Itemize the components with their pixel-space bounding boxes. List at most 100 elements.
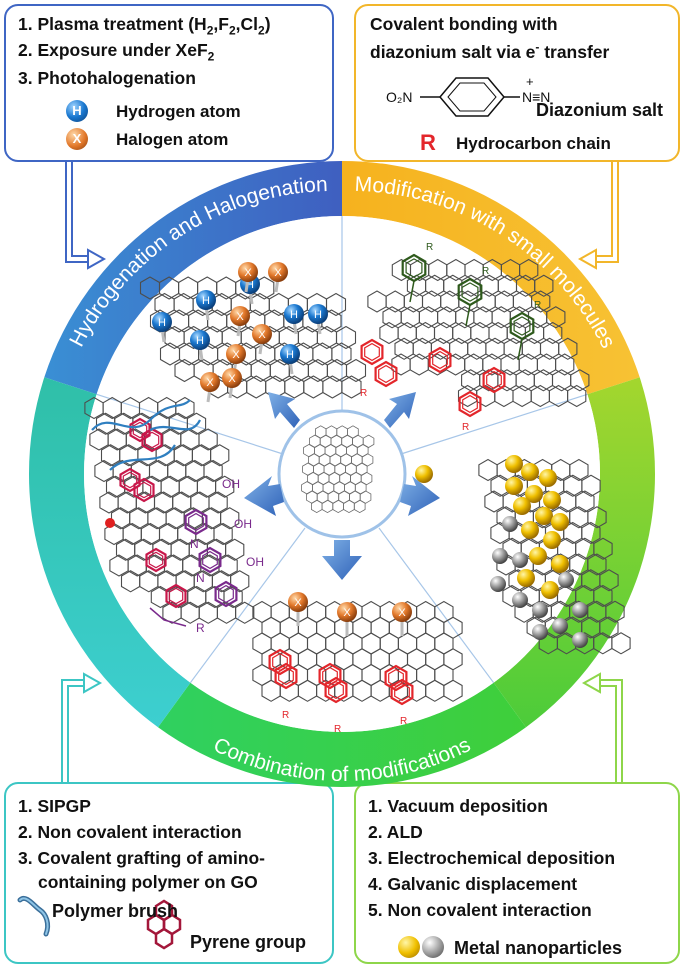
r-substituent: R <box>426 242 433 253</box>
silver-nanoparticle <box>492 548 508 564</box>
silver-nanoparticle <box>502 516 518 532</box>
svg-text:X: X <box>274 267 282 279</box>
svg-text:X: X <box>258 329 266 341</box>
r-substituent: R <box>482 266 489 277</box>
segment-hydrogenation <box>44 160 343 395</box>
segment-metal-decoration <box>493 377 656 728</box>
silver-nanoparticle <box>532 624 548 640</box>
diazo-group-label: N≡N <box>522 89 550 105</box>
svg-text:X: X <box>343 607 351 619</box>
gold-nanoparticle <box>505 455 523 473</box>
r-substituent: R <box>196 621 205 635</box>
charge-plus-label: + <box>526 74 534 89</box>
arrow-to-hydrogenation <box>268 392 300 428</box>
aryl-ring-red <box>374 360 398 388</box>
polymer-chain <box>91 399 191 431</box>
silver-nanoparticle <box>558 572 574 588</box>
method-item-1: 1. Plasma treatment (H2,F2,Cl2) <box>18 14 271 38</box>
decoration-item-5: 5. Non covalent interaction <box>368 900 592 920</box>
hydroxyl-label: OH <box>246 555 264 569</box>
pyrene-ring <box>165 583 187 609</box>
halogen-atom-label: Halogen atom <box>116 130 229 149</box>
silver-nanoparticle <box>572 602 588 618</box>
svg-text:H: H <box>314 309 322 321</box>
hydrogen-atom <box>196 290 216 310</box>
r-substituent: R <box>534 300 541 311</box>
r-substituent: R <box>462 422 469 433</box>
hydrogen-atom <box>308 304 328 324</box>
aryl-ring-red <box>458 390 482 418</box>
svg-text:H: H <box>196 335 204 347</box>
hydroxyl-label: OH <box>222 477 240 491</box>
gold-nanoparticle <box>529 547 547 565</box>
gold-nanoparticle <box>543 491 561 509</box>
svg-text:X: X <box>244 267 252 279</box>
hydrogen-atom-label: Hydrogen atom <box>116 102 241 121</box>
silver-nanoparticle <box>512 552 528 568</box>
decoration-item-2: 2. ALD <box>368 822 423 842</box>
aryl-ring-red <box>268 648 292 676</box>
gold-nanoparticle <box>521 521 539 539</box>
gold-nanoparticle <box>415 465 433 483</box>
hydrogen-atom <box>280 344 300 364</box>
gold-nanoparticle <box>539 469 557 487</box>
svg-text:H: H <box>290 309 298 321</box>
halogen-atom <box>230 306 250 326</box>
method-item-3: 3. Photohalogenation <box>18 68 196 88</box>
gold-nanoparticle <box>543 531 561 549</box>
aryl-ring-red <box>274 662 298 690</box>
aryl-ring-red <box>360 338 384 366</box>
hydrogenation-methods-box: 1. Plasma treatment (H2,F2,Cl2) 2. Expos… <box>4 4 334 162</box>
silver-nanoparticle <box>552 618 568 634</box>
svg-text:H: H <box>202 295 210 307</box>
halogen-atom <box>337 602 357 622</box>
gold-nanoparticle-icon <box>398 936 420 958</box>
silver-nanoparticle <box>532 602 548 618</box>
pyrene-ring <box>145 547 167 573</box>
svg-text:H: H <box>286 349 294 361</box>
grafting-item-3-cont: containing polymer on GO <box>38 872 258 892</box>
aryl-ring-red <box>318 662 342 690</box>
pyrene-group-label: Pyrene group <box>190 932 307 952</box>
halogen-atom <box>268 262 288 282</box>
r-group-symbol: R <box>420 130 436 155</box>
aryl-ring-red <box>428 346 452 374</box>
halogen-atom <box>288 592 308 612</box>
aryl-ring-red <box>482 366 506 394</box>
silver-nanoparticle <box>512 592 528 608</box>
r-substituent: R <box>334 724 341 735</box>
metal-nanoparticles-label: Metal nanoparticles <box>454 938 623 958</box>
polymer-aromatic-ring <box>214 580 238 608</box>
metal-decoration-box: 1. Vacuum deposition 2. ALD 3. Electroch… <box>354 782 680 964</box>
svg-text:X: X <box>232 349 240 361</box>
hydrocarbon-chain-label: Hydrocarbon chain <box>456 134 611 153</box>
polymer-grafting-box: 1. SIPGP 2. Non covalent interaction 3. … <box>4 782 334 964</box>
gold-nanoparticle <box>535 507 553 525</box>
halogen-atom <box>238 262 258 282</box>
arrow-to-small-molecules <box>384 392 416 428</box>
center-graphene-sheet <box>301 425 375 514</box>
graphene-sheet-combination <box>252 600 463 702</box>
arrow-to-polymers <box>244 476 284 516</box>
hydrogen-atom <box>152 312 172 332</box>
diazonium-line-1: Covalent bonding with <box>370 14 558 34</box>
svg-text:X: X <box>228 373 236 385</box>
aryl-ring-red <box>324 676 348 704</box>
svg-text:X: X <box>206 377 214 389</box>
method-item-2: 2. Exposure under XeF2 <box>18 40 215 64</box>
nitrogen-label: N <box>196 571 205 585</box>
gold-nanoparticle <box>525 485 543 503</box>
silver-nanoparticle-icon <box>422 936 444 958</box>
aryl-ring-red <box>390 678 414 706</box>
svg-text:H: H <box>158 317 166 329</box>
decoration-item-1: 1. Vacuum deposition <box>368 796 548 816</box>
hydrogen-atom <box>190 330 210 350</box>
halogen-atom <box>200 372 220 392</box>
aryl-ring <box>509 311 535 341</box>
arrow-to-combination <box>322 540 362 580</box>
gold-nanoparticle <box>551 555 569 573</box>
hydrogen-atom <box>284 304 304 324</box>
